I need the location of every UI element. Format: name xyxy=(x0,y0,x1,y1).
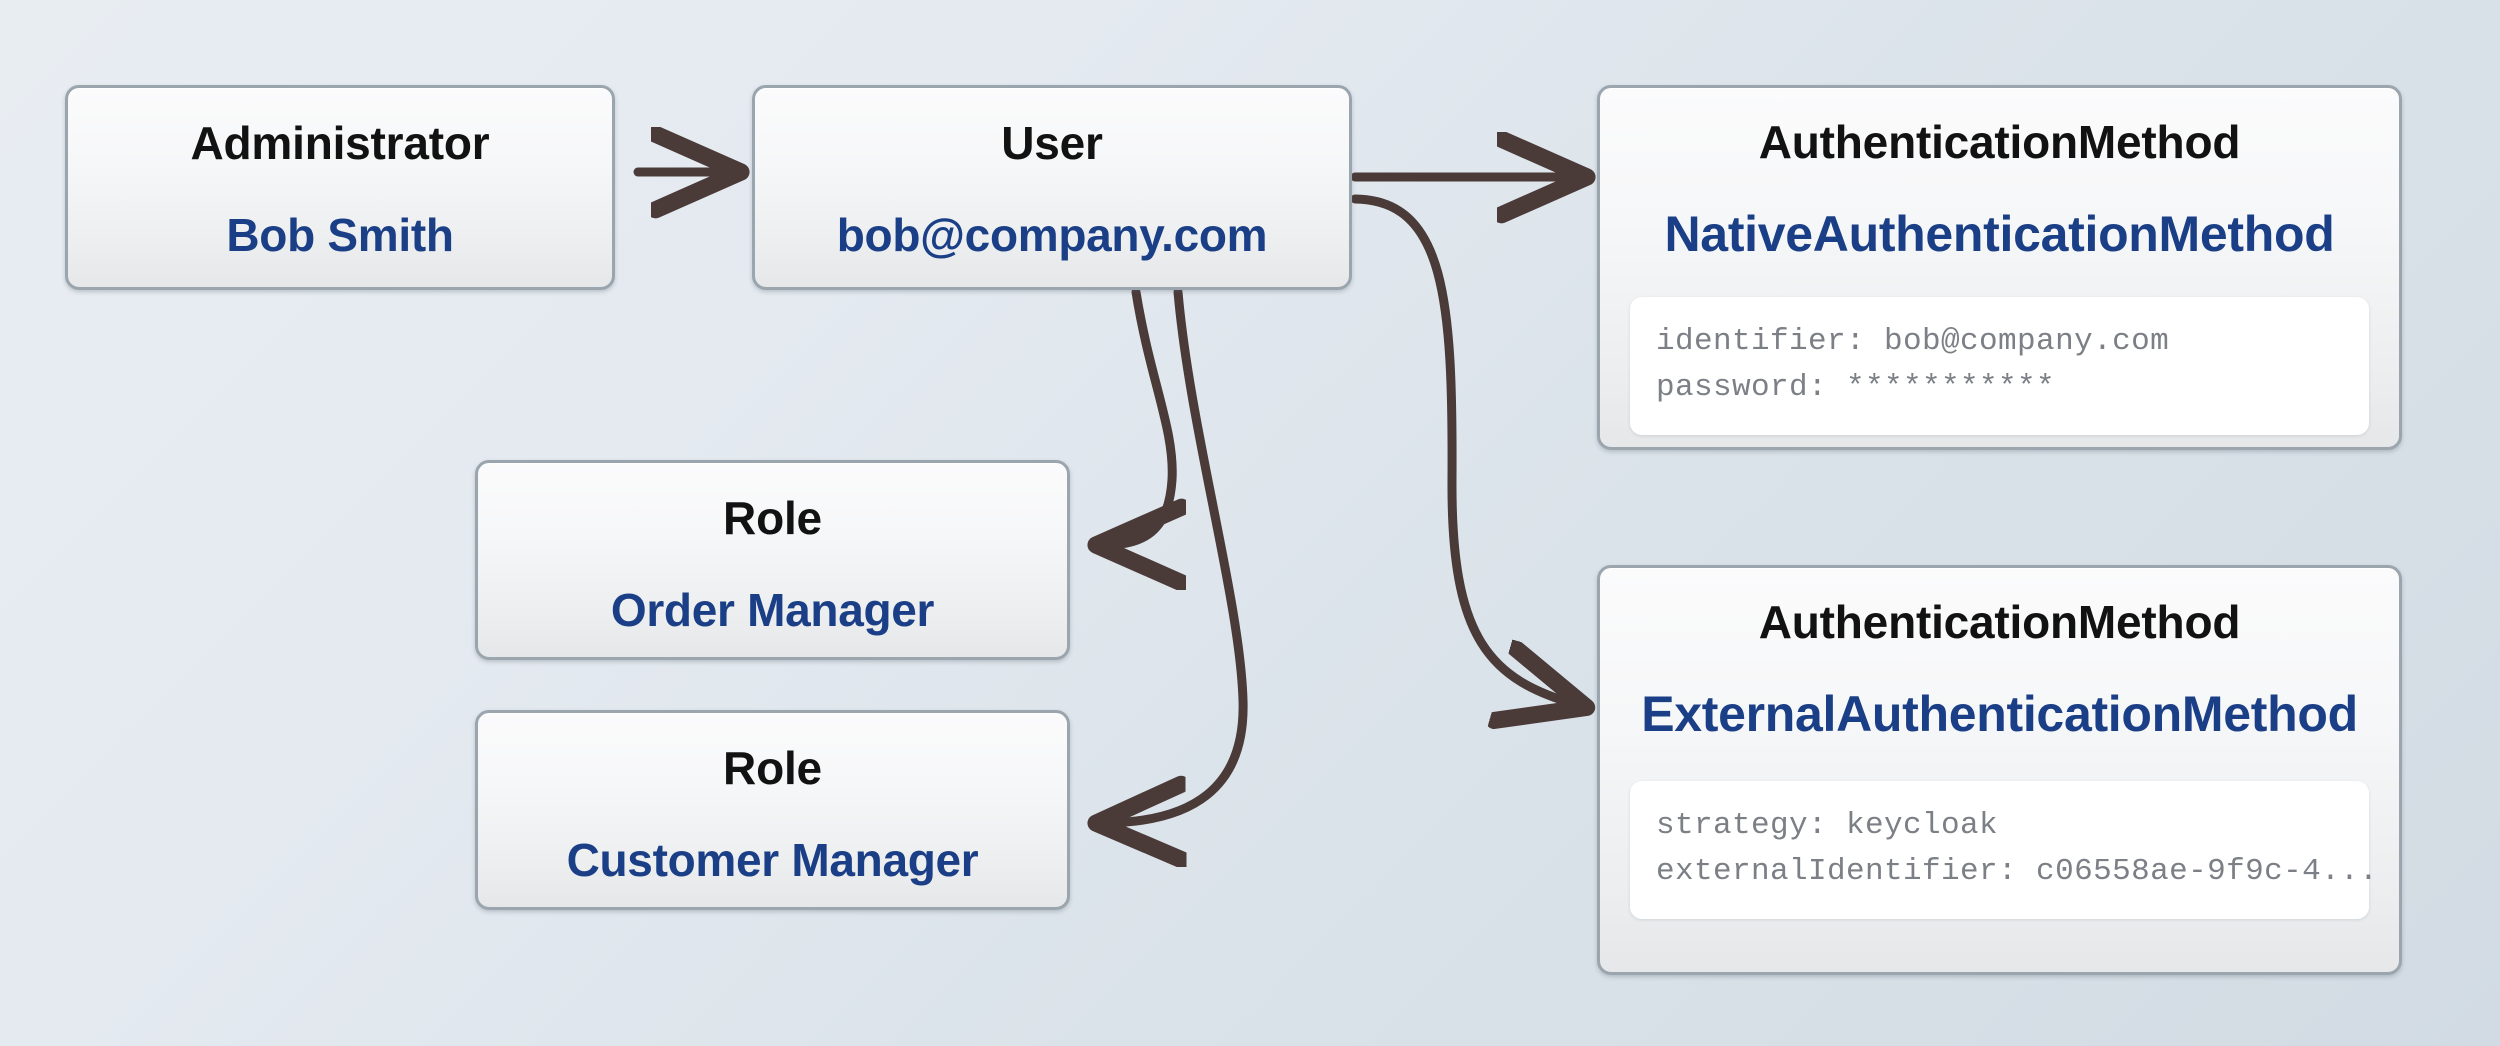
native-auth-detail-panel: identifier: bob@company.com password: **… xyxy=(1630,297,2369,435)
edge-user-to-role-order xyxy=(1105,287,1172,545)
node-role-customer-manager[interactable]: Role Customer Manager xyxy=(475,710,1070,910)
node-external-authentication-method-name: ExternalAuthenticationMethod xyxy=(1641,686,2358,742)
edge-user-to-external-auth xyxy=(1350,194,1578,705)
native-auth-detail-identifier: identifier: bob@company.com xyxy=(1656,324,2170,359)
node-external-authentication-method-type: AuthenticationMethod xyxy=(1758,596,2241,648)
node-administrator[interactable]: Administrator Bob Smith xyxy=(65,85,615,290)
node-role-order-manager-name: Order Manager xyxy=(610,584,935,636)
node-role-customer-manager-name: Customer Manager xyxy=(566,834,979,886)
node-native-authentication-method[interactable]: AuthenticationMethod NativeAuthenticatio… xyxy=(1597,85,2402,450)
node-native-authentication-method-name: NativeAuthenticationMethod xyxy=(1664,206,2335,262)
node-user[interactable]: User bob@company.com xyxy=(752,85,1352,290)
node-administrator-type: Administrator xyxy=(190,117,490,169)
node-role-order-manager-type: Role xyxy=(723,492,822,544)
external-auth-detail-external-identifier: externalIdentifier: c06558ae-9f9c-4... xyxy=(1656,853,2379,889)
node-user-type: User xyxy=(1001,117,1103,169)
node-role-customer-manager-type: Role xyxy=(723,742,822,794)
external-auth-detail-strategy: strategy: keycloak xyxy=(1656,808,1999,843)
external-auth-detail-panel: strategy: keycloak externalIdentifier: c… xyxy=(1630,781,2379,919)
node-administrator-name: Bob Smith xyxy=(226,209,454,261)
node-external-authentication-method[interactable]: AuthenticationMethod ExternalAuthenticat… xyxy=(1597,565,2402,975)
native-auth-detail-password: password: *********** xyxy=(1656,369,2056,405)
node-role-order-manager[interactable]: Role Order Manager xyxy=(475,460,1070,660)
node-user-name: bob@company.com xyxy=(836,209,1268,261)
node-native-authentication-method-type: AuthenticationMethod xyxy=(1758,116,2241,168)
edge-user-to-role-customer xyxy=(1105,287,1248,823)
